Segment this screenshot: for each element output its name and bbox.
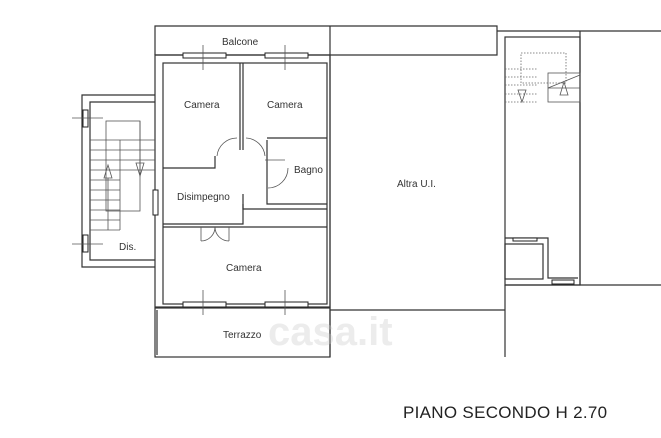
room-label-bagno: Bagno	[294, 165, 323, 176]
room-label-altra-ui: Altra U.I.	[397, 179, 436, 190]
room-label-camera-1: Camera	[184, 100, 220, 111]
room-label-terrazzo: Terrazzo	[223, 330, 262, 341]
floor-title: PIANO SECONDO H 2.70	[403, 403, 608, 422]
room-label-balcone: Balcone	[222, 37, 259, 48]
windows	[72, 45, 575, 315]
room-label-camera-3: Camera	[226, 263, 262, 274]
walls	[81, 25, 661, 358]
room-label-disimpegno: Disimpegno	[177, 192, 230, 203]
room-label-camera-2: Camera	[267, 100, 303, 111]
watermark: casa.it	[268, 310, 393, 354]
room-label-dis: Dis.	[119, 242, 137, 253]
